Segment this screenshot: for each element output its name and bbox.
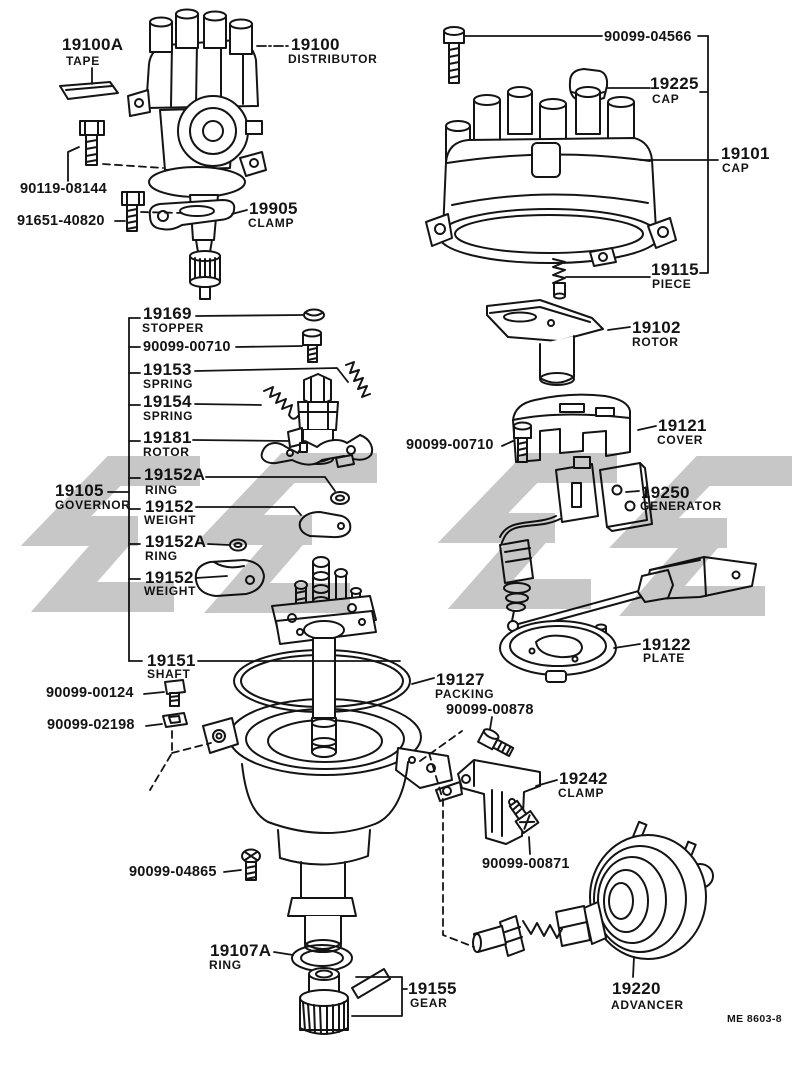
bolt-04865-illustration — [241, 848, 261, 881]
alignment-dashes — [102, 163, 475, 948]
part-label-19151: 19151 — [147, 651, 196, 670]
part-label-19101: 19101 — [721, 144, 770, 163]
part-label-19154: 19154 — [143, 392, 192, 411]
part-label-90099-00871: 90099-00871 — [482, 856, 570, 872]
gear-19155-illustration — [299, 967, 391, 1035]
part-name-piece: PIECE — [652, 277, 692, 291]
part-label-19220: 19220 — [612, 979, 661, 998]
part-name-distributor: DISTRIBUTOR — [288, 52, 378, 66]
part-label-19105: 19105 — [55, 481, 104, 500]
clip-02198-illustration — [162, 712, 188, 728]
ring-19152a-2-illustration — [229, 538, 247, 552]
part-name-plate: PLATE — [643, 651, 685, 665]
part-name-cap-19101: CAP — [722, 161, 750, 175]
bolt-00710-right-illustration — [513, 421, 532, 463]
part-label-90099-00710-right: 90099-00710 — [406, 437, 494, 453]
part-label-19100a: 19100A — [62, 35, 124, 54]
part-label-19127: 19127 — [436, 670, 485, 689]
bolt-90119-illustration — [79, 120, 105, 166]
part-label-19107a: 19107A — [210, 941, 272, 960]
part-label-19152a-2: 19152A — [145, 532, 207, 551]
part-label-19181: 19181 — [143, 428, 192, 447]
stopper-19169-illustration — [303, 308, 325, 322]
part-name-spring-19154: SPRING — [143, 409, 194, 423]
part-label-90099-04566: 90099-04566 — [604, 29, 692, 45]
part-label-91651-40820: 91651-40820 — [17, 213, 105, 229]
part-name-ring-1: RING — [145, 483, 178, 497]
part-name-ring-2: RING — [145, 549, 178, 563]
part-name-ring-19107a: RING — [209, 958, 242, 972]
part-label-19152a-1: 19152A — [144, 465, 206, 484]
weight-19152-1-illustration — [298, 511, 352, 539]
part-name-governor: GOVERNOR — [55, 498, 131, 512]
part-name-cap-19225: CAP — [652, 92, 680, 106]
part-name-generator: GENERATOR — [640, 499, 722, 513]
cap-19101-illustration — [425, 86, 677, 267]
part-name-clamp-19242: CLAMP — [558, 786, 605, 800]
advancer-19220-illustration — [472, 820, 714, 960]
bolt-00710-left-illustration — [302, 328, 322, 363]
part-label-90099-02198: 90099-02198 — [47, 717, 135, 733]
part-name-packing: PACKING — [435, 687, 495, 701]
part-label-90099-00710-left: 90099-00710 — [143, 339, 231, 355]
clamp-19905-illustration — [148, 199, 236, 231]
bolt-00871-illustration — [508, 799, 540, 834]
part-label-19225: 19225 — [650, 74, 699, 93]
part-name-weight-1: WEIGHT — [144, 513, 197, 527]
part-label-90119-08144: 90119-08144 — [20, 181, 107, 197]
part-label-19102: 19102 — [632, 318, 681, 337]
bolt-00878-illustration — [477, 728, 515, 757]
part-label-90099-00878: 90099-00878 — [446, 702, 534, 718]
part-name-stopper: STOPPER — [142, 321, 205, 335]
rotor-19102-illustration — [486, 299, 604, 386]
part-name-advancer: ADVANCER — [611, 998, 684, 1012]
piece-19115-illustration — [552, 258, 566, 300]
spring-19154-illustration — [263, 386, 299, 420]
part-label-19121: 19121 — [658, 416, 707, 435]
part-label-19153: 19153 — [143, 360, 192, 379]
part-name-spring-19153: SPRING — [143, 377, 194, 391]
bolt-91651-illustration — [121, 191, 145, 232]
part-label-19155: 19155 — [408, 979, 457, 998]
tape-illustration — [59, 81, 119, 100]
ring-19152a-1-illustration — [330, 491, 350, 505]
part-label-19115: 19115 — [651, 260, 699, 279]
part-label-19100: 19100 — [291, 35, 340, 54]
part-label-90099-00124: 90099-00124 — [46, 685, 134, 701]
part-label-19242: 19242 — [559, 769, 608, 788]
bolt-00124-illustration — [164, 679, 186, 707]
part-label-90099-04865: 90099-04865 — [129, 864, 217, 880]
cover-19121-illustration — [512, 393, 631, 463]
part-label-19122: 19122 — [642, 635, 691, 654]
spring-19153-illustration — [345, 361, 371, 398]
part-name-cover: COVER — [657, 433, 704, 447]
bolt-04566-illustration — [443, 26, 465, 84]
plate-19122-illustration — [499, 620, 617, 683]
part-name-weight-2: WEIGHT — [144, 584, 197, 598]
part-name-gear: GEAR — [410, 996, 448, 1010]
part-name-rotor-19181: ROTOR — [143, 445, 190, 459]
distributor-illustration — [127, 8, 267, 300]
part-name-tape: TAPE — [66, 54, 100, 68]
part-name-shaft: SHAFT — [147, 667, 191, 681]
drawing-number: ME 8603-8 — [727, 1013, 782, 1025]
part-name-rotor-19102: ROTOR — [632, 335, 679, 349]
part-name-clamp-19905: CLAMP — [248, 216, 295, 230]
part-label-19169: 19169 — [143, 304, 192, 323]
part-label-19905: 19905 — [249, 199, 298, 218]
